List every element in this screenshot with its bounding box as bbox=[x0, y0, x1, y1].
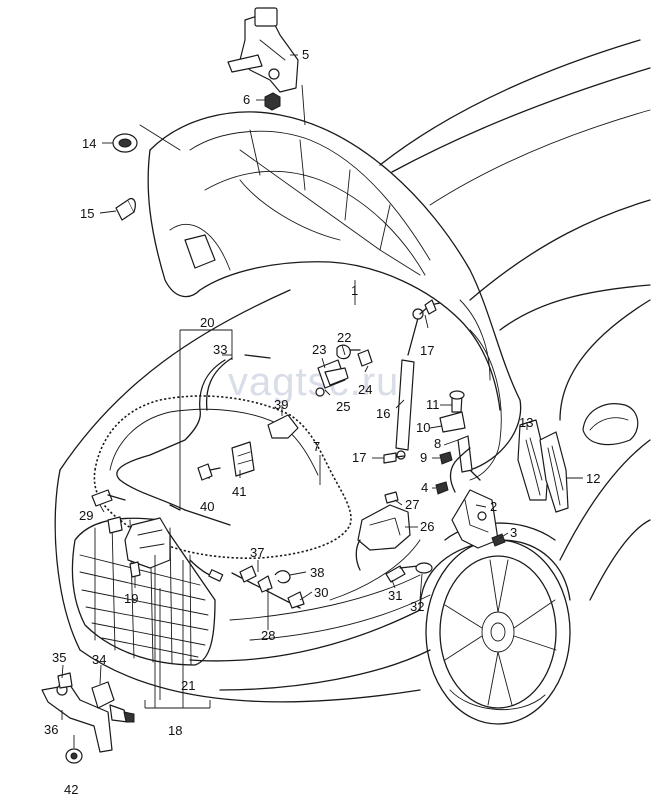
callout-23: 23 bbox=[312, 342, 326, 357]
callout-33: 33 bbox=[213, 342, 227, 357]
callout-17-bottom: 17 bbox=[352, 450, 366, 465]
callout-42: 42 bbox=[64, 782, 78, 797]
engine-lid bbox=[139, 111, 522, 481]
callout-8: 8 bbox=[434, 436, 441, 451]
callout-37: 37 bbox=[250, 545, 264, 560]
part-29 bbox=[91, 489, 126, 507]
callout-5: 5 bbox=[302, 47, 309, 62]
callout-35: 35 bbox=[52, 650, 66, 665]
front-wheel bbox=[425, 539, 571, 725]
callout-25: 25 bbox=[336, 399, 350, 414]
callout-40: 40 bbox=[200, 499, 214, 514]
callout-13: 13 bbox=[519, 415, 533, 430]
release-cables bbox=[116, 354, 271, 582]
callout-26: 26 bbox=[420, 519, 434, 534]
callout-32: 32 bbox=[410, 599, 424, 614]
callout-34: 34 bbox=[92, 652, 106, 667]
callout-36: 36 bbox=[44, 722, 58, 737]
callout-31: 31 bbox=[388, 588, 402, 603]
hinge-5 bbox=[227, 7, 299, 93]
front-lock-26 bbox=[355, 491, 411, 571]
callout-27: 27 bbox=[405, 497, 419, 512]
callout-38: 38 bbox=[310, 565, 324, 580]
callout-6: 6 bbox=[243, 92, 250, 107]
callout-10: 10 bbox=[416, 420, 430, 435]
callout-11: 11 bbox=[426, 397, 440, 412]
callout-1: 1 bbox=[351, 283, 358, 298]
connectors-31-32 bbox=[385, 562, 433, 583]
trim-12-13 bbox=[517, 419, 569, 513]
nut-6 bbox=[264, 92, 281, 111]
callout-29: 29 bbox=[79, 508, 93, 523]
callout-12: 12 bbox=[586, 471, 600, 486]
lock-carrier-19 bbox=[107, 516, 171, 578]
callout-3: 3 bbox=[510, 525, 517, 540]
callout-7: 7 bbox=[313, 439, 320, 454]
callout-labels: 1 2 3 4 5 6 7 8 9 10 11 12 13 14 15 16 1… bbox=[44, 47, 600, 797]
callout-39: 39 bbox=[274, 397, 288, 412]
callout-15: 15 bbox=[80, 206, 94, 221]
cable-assembly-28 bbox=[231, 565, 305, 609]
side-mirror bbox=[582, 403, 639, 446]
callout-41: 41 bbox=[232, 484, 246, 499]
callout-22: 22 bbox=[337, 330, 351, 345]
callout-30: 30 bbox=[314, 585, 328, 600]
buffer-15 bbox=[115, 197, 136, 221]
callout-4: 4 bbox=[421, 480, 428, 495]
callout-2: 2 bbox=[490, 499, 497, 514]
watermark: vagtsc.ru bbox=[228, 360, 399, 404]
callout-9: 9 bbox=[420, 450, 427, 465]
grille bbox=[71, 517, 216, 666]
callout-20: 20 bbox=[200, 315, 214, 330]
callout-24: 24 bbox=[358, 382, 372, 397]
callout-18: 18 bbox=[168, 723, 182, 738]
car-body bbox=[54, 39, 651, 725]
sensor-bracket-36 bbox=[41, 672, 135, 764]
callout-19: 19 bbox=[124, 591, 138, 606]
striker-8-10-11 bbox=[439, 390, 473, 473]
latch-parts-22-25 bbox=[315, 344, 373, 397]
callout-28: 28 bbox=[261, 628, 275, 643]
leader-lines bbox=[61, 54, 583, 748]
callout-21: 21 bbox=[181, 678, 195, 693]
bolts-3-4-9-17 bbox=[383, 299, 506, 547]
callout-17-top: 17 bbox=[420, 343, 434, 358]
callout-16: 16 bbox=[376, 406, 390, 421]
callout-14: 14 bbox=[82, 136, 96, 151]
lock-2 bbox=[449, 447, 499, 549]
grommet-14 bbox=[112, 133, 138, 153]
parts-39-40-41 bbox=[197, 414, 299, 481]
